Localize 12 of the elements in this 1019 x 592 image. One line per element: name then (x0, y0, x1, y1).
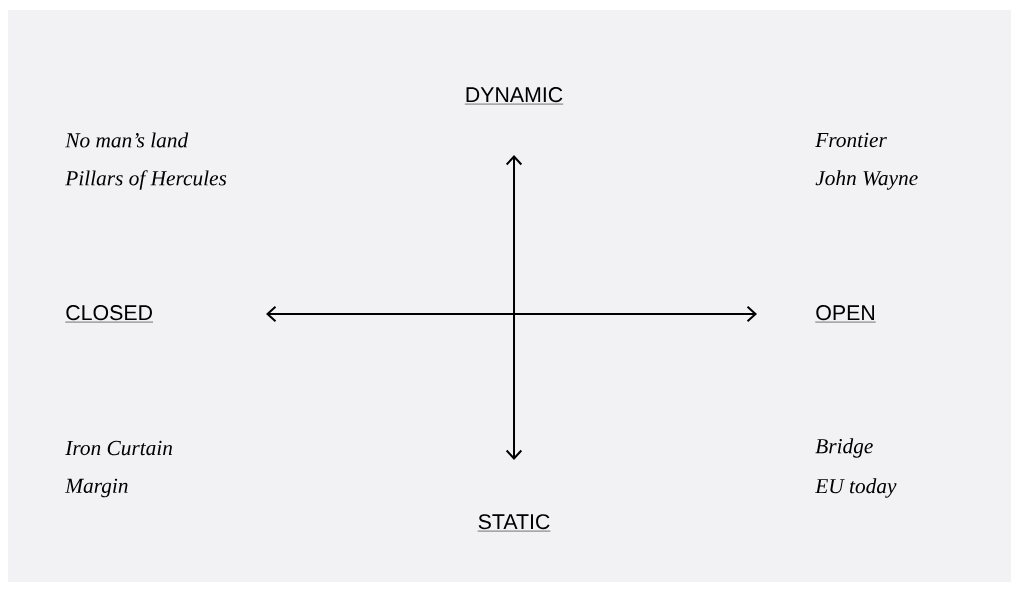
quadrant-label: Margin (65, 478, 128, 498)
quadrant-label: No man’s land (65, 132, 189, 148)
axis-label: OPEN (815, 305, 876, 323)
quadrant-label: John Wayne (815, 170, 918, 190)
quadrant-label: Pillars of Hercules (65, 170, 227, 190)
axis-label: DYNAMIC (464, 87, 564, 105)
quadrant-label: EU today (815, 478, 897, 498)
quadrant-label: Frontier (815, 132, 887, 148)
axis-label: STATIC (477, 514, 551, 532)
axis-label: CLOSED (65, 305, 154, 323)
quadrant-label: Iron Curtain (65, 440, 173, 456)
quadrant-label: Bridge (815, 438, 873, 458)
